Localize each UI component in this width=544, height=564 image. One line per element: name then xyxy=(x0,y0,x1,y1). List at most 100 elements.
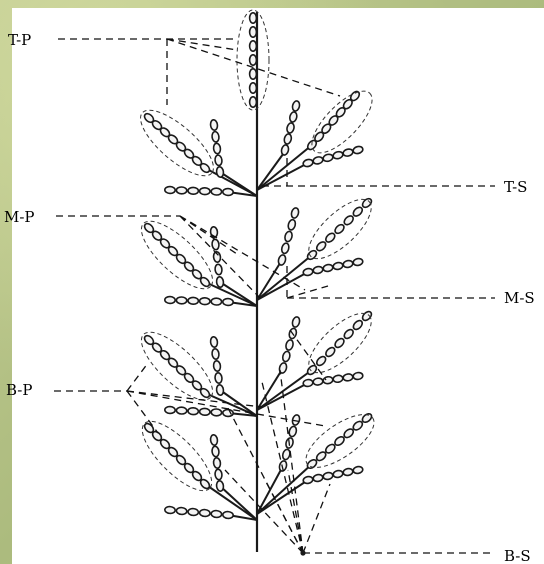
leader-line xyxy=(127,363,148,391)
grain xyxy=(165,506,176,514)
grain xyxy=(333,223,345,235)
grain xyxy=(283,133,292,145)
grain xyxy=(199,188,210,195)
spikelet-chain xyxy=(278,316,300,374)
spikelet-chain xyxy=(210,434,224,491)
spikelet-chain xyxy=(143,222,211,288)
grain xyxy=(312,156,323,165)
grain xyxy=(165,406,176,413)
leader-line xyxy=(127,391,325,426)
leader-line xyxy=(303,484,330,553)
grain xyxy=(322,153,333,162)
grain xyxy=(281,242,290,254)
grain xyxy=(343,260,354,269)
grain xyxy=(211,298,222,305)
grain xyxy=(250,13,257,23)
grain xyxy=(303,379,313,387)
grain xyxy=(361,412,373,424)
grain xyxy=(176,187,187,194)
label-bs: B-S xyxy=(504,547,531,564)
grain xyxy=(199,298,210,305)
grain xyxy=(291,316,300,328)
grain xyxy=(343,214,355,226)
grain xyxy=(303,268,314,277)
spikelet-chain xyxy=(306,90,361,151)
spikelet-chain xyxy=(277,207,299,266)
grain xyxy=(333,435,345,447)
grain xyxy=(165,186,176,193)
grain xyxy=(303,476,314,485)
dashed-ellipse xyxy=(303,82,382,162)
grain xyxy=(211,446,219,457)
leader-line xyxy=(262,382,303,553)
spikelet-chain xyxy=(280,100,300,156)
spikelet-chain xyxy=(210,119,224,177)
grain xyxy=(282,449,291,461)
grain xyxy=(286,122,295,134)
grain xyxy=(343,468,354,477)
grain xyxy=(343,328,355,340)
grain xyxy=(333,262,344,271)
grain xyxy=(211,131,219,142)
spikelet-chain xyxy=(143,422,211,490)
leader-line xyxy=(287,286,328,298)
grain xyxy=(176,407,187,414)
convergence-point xyxy=(300,550,305,555)
grain xyxy=(284,231,293,243)
grain xyxy=(302,158,313,167)
grain xyxy=(223,298,234,305)
grain xyxy=(280,144,289,156)
spikelet-chain xyxy=(250,13,257,107)
grain xyxy=(324,232,336,244)
grain xyxy=(353,466,364,475)
grain xyxy=(352,145,363,154)
grain xyxy=(214,372,222,383)
spikelet-chain xyxy=(306,197,373,261)
spikelet-chain xyxy=(306,310,373,376)
grain xyxy=(250,97,257,107)
grain xyxy=(250,55,257,65)
grain xyxy=(352,206,364,218)
grain xyxy=(277,254,286,266)
grain xyxy=(361,197,373,209)
leader-line xyxy=(167,39,237,50)
grain xyxy=(214,469,222,480)
grain xyxy=(223,409,234,416)
grain xyxy=(289,111,298,123)
spikelet-chain xyxy=(306,412,373,470)
grain xyxy=(188,408,199,415)
grain xyxy=(213,360,221,371)
grain xyxy=(188,187,199,194)
grain xyxy=(315,355,327,367)
grain xyxy=(199,509,210,517)
grain xyxy=(287,219,296,231)
leader-lines xyxy=(54,39,495,556)
label-ts: T-S xyxy=(504,178,527,196)
grain xyxy=(216,276,224,287)
grain xyxy=(342,148,353,157)
branch-line xyxy=(257,464,312,514)
label-bp: B-P xyxy=(6,381,32,399)
grain xyxy=(291,100,300,112)
grain xyxy=(211,188,222,195)
grain xyxy=(353,372,363,380)
grain xyxy=(313,266,324,275)
grain xyxy=(216,480,224,491)
grain xyxy=(333,337,345,349)
spikelet-chain xyxy=(303,258,364,277)
grain xyxy=(323,264,334,273)
grain xyxy=(332,151,343,160)
grain xyxy=(250,41,257,51)
grain xyxy=(211,510,222,518)
grain xyxy=(324,346,336,358)
grain xyxy=(188,508,199,516)
grain xyxy=(250,27,257,37)
spikelet-chain xyxy=(165,506,234,519)
label-tp: T-P xyxy=(8,31,31,49)
grain xyxy=(343,373,353,381)
grain xyxy=(213,457,221,468)
grain xyxy=(210,434,218,445)
grain xyxy=(315,240,327,252)
branch-line xyxy=(257,480,308,514)
